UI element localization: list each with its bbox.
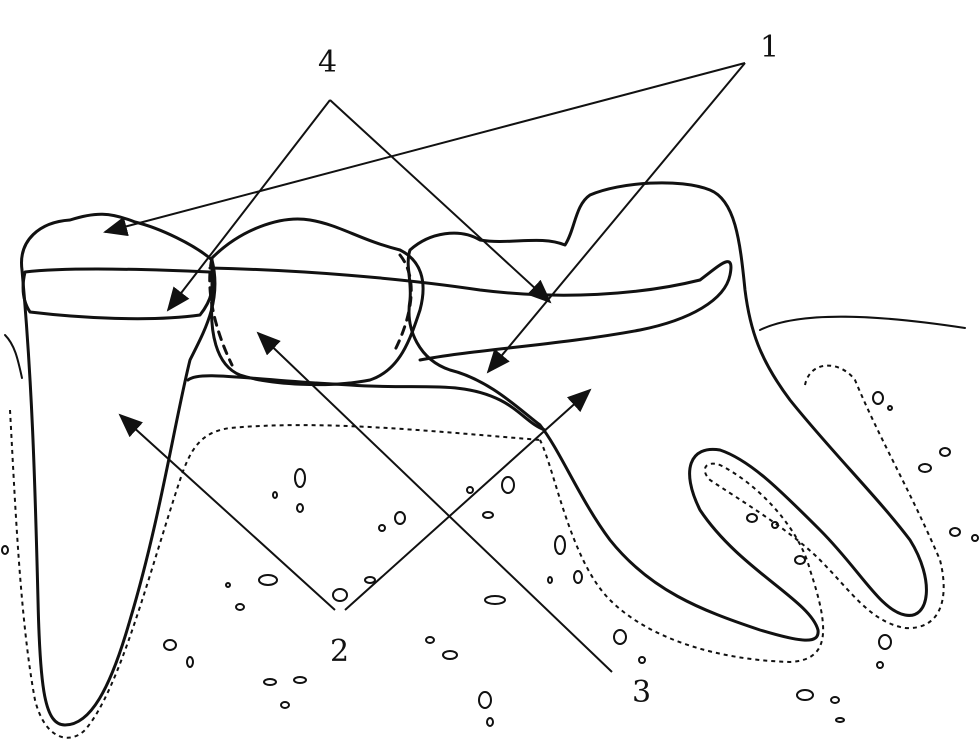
middle-crown-outline: [210, 217, 425, 387]
gum-line-left: [4, 334, 23, 379]
left-tooth-outline: [20, 212, 217, 727]
leader-1-right: [486, 62, 746, 374]
leader-2-left: [118, 413, 336, 611]
label-3: 3: [632, 675, 652, 710]
left-tooth-cej: [21, 267, 214, 321]
leader-2-right: [344, 388, 592, 611]
right-tooth-cej: [208, 260, 733, 362]
leader-4-right: [329, 99, 552, 304]
leader-4-left: [166, 99, 331, 312]
leader-3: [256, 331, 613, 673]
bone-outline-right: [539, 364, 945, 664]
contact-dashed-right: [393, 253, 413, 352]
gum-line-right: [759, 315, 966, 331]
bone-trabeculae: [1, 391, 979, 727]
label-4: 4: [318, 45, 338, 80]
right-tooth-outline: [406, 181, 928, 642]
bone-outline-left: [9, 409, 541, 739]
label-1: 1: [760, 30, 780, 65]
leader-1-left: [103, 62, 746, 237]
contact-dashed-left: [208, 256, 234, 367]
label-2: 2: [330, 634, 350, 669]
alveolar-crest: [186, 374, 547, 432]
